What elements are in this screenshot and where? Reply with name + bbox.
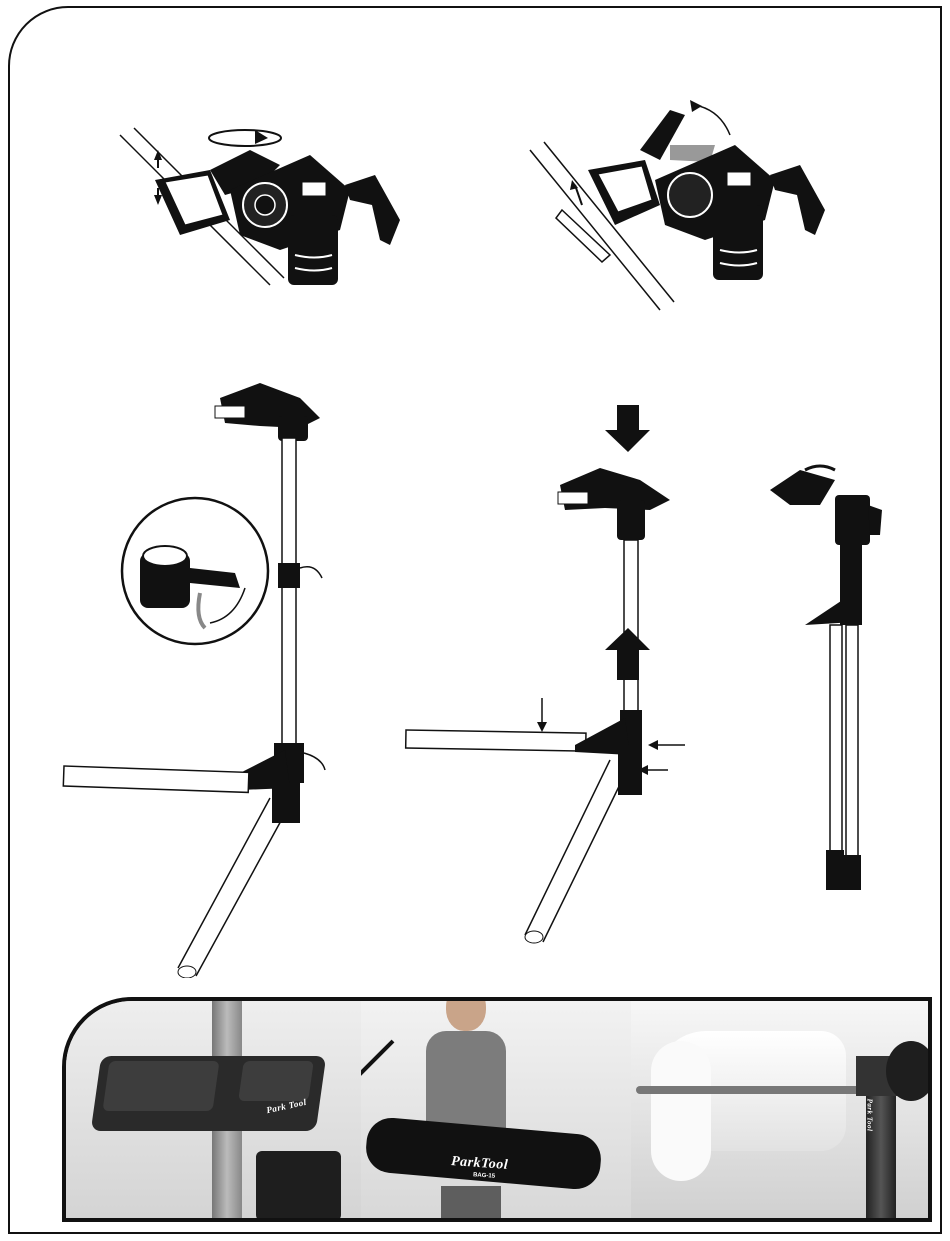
work-tray-photo: Park Tool — [66, 1001, 361, 1218]
clamp-head — [886, 1041, 928, 1101]
stand-folded-illustration — [760, 460, 900, 895]
person-head — [446, 1001, 486, 1031]
stand-unfolded-illustration — [60, 378, 350, 978]
towel-rod — [636, 1086, 876, 1094]
bag-strap — [361, 1040, 394, 1121]
clamp-close-illustration — [110, 110, 430, 310]
stand-folding-illustration — [400, 400, 700, 945]
carry-bag-photo: ParkTool BAG-15 — [361, 1001, 631, 1218]
bag-body — [364, 1116, 603, 1191]
accessories-photo-strip: Park Tool ParkTool BAG-15 Park Tool — [62, 997, 932, 1222]
paper-towel-holder-photo: Park Tool — [631, 1001, 928, 1218]
clamp-open-illustration — [520, 100, 850, 315]
tray-bin — [256, 1151, 341, 1218]
clamp-brand-label: Park Tool — [865, 1099, 873, 1132]
